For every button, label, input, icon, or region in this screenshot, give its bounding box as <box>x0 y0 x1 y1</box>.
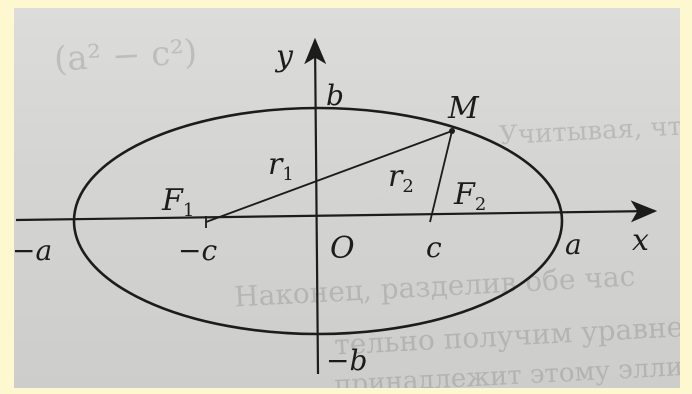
label-origin: O <box>330 231 355 266</box>
label-y-axis: y <box>274 39 294 74</box>
label-r1: r1 <box>268 147 294 185</box>
segment-r2 <box>429 130 453 223</box>
label-b-pos: b <box>326 79 344 112</box>
x-axis <box>15 200 658 223</box>
segment-r1 <box>205 130 453 223</box>
label-a-neg: −a <box>12 234 52 267</box>
label-r2: r2 <box>388 159 414 197</box>
textbook-photo: (a² − c²) Учитывая, что Наконец, раздели… <box>14 8 680 388</box>
point-m <box>449 128 455 134</box>
label-point-m: M <box>447 91 480 126</box>
label-f1: F1 <box>161 183 194 221</box>
label-c-neg: −c <box>178 234 217 267</box>
label-a-pos: a <box>565 228 582 261</box>
y-axis <box>304 37 327 375</box>
label-f2: F2 <box>453 177 486 215</box>
label-b-neg: −b <box>326 344 367 377</box>
label-c-pos: c <box>426 231 442 264</box>
label-x-axis: x <box>632 223 649 258</box>
